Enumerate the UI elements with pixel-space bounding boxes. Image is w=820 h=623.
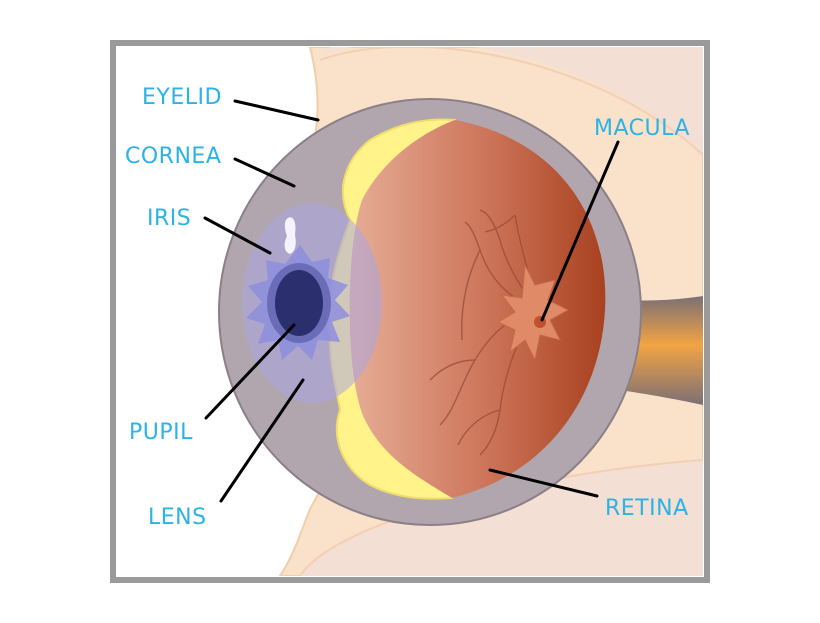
label-pupil: PUPIL: [129, 420, 193, 445]
cornea-highlight: [284, 217, 296, 254]
leader-retina: [488, 468, 599, 498]
label-lens: LENS: [148, 505, 207, 530]
pupil: [275, 270, 323, 336]
upper-eyelid-fold: [322, 47, 703, 155]
leader-cornea: [233, 157, 296, 188]
leader-pupil: [204, 323, 296, 420]
diagram-frame: [110, 40, 710, 583]
leader-iris: [203, 216, 272, 255]
label-iris: IRIS: [147, 206, 191, 231]
label-eyelid: EYELID: [142, 85, 222, 110]
lower-eyelid-fold: [300, 460, 703, 576]
leader-eyelid: [233, 99, 320, 122]
leader-lens: [219, 378, 305, 503]
leader-lines: [203, 99, 620, 503]
label-macula: MACULA: [594, 116, 690, 141]
label-cornea: CORNEA: [125, 144, 221, 169]
label-retina: RETINA: [605, 496, 689, 521]
macula: [496, 263, 570, 362]
leader-macula: [540, 140, 620, 322]
retina: [349, 120, 606, 498]
